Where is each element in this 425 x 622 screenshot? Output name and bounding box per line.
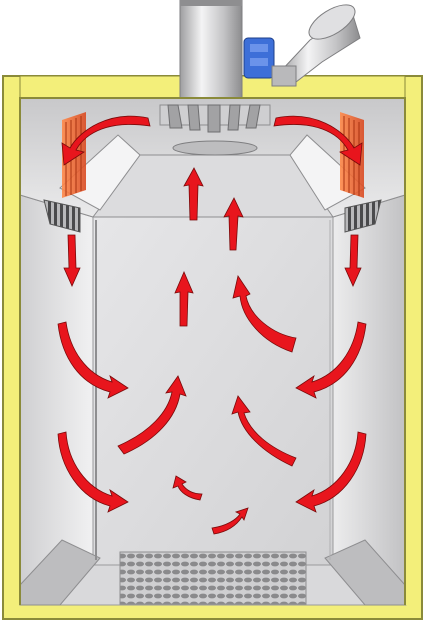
arrow-icon [57, 321, 129, 399]
left-air-nozzle [43, 199, 81, 233]
arrow-icon [174, 270, 194, 327]
arrow-icon [211, 507, 249, 535]
arrow-icon [57, 431, 129, 513]
ceiling-plenum [19, 97, 406, 218]
duct-icon [271, 4, 361, 87]
arrow-icon [295, 431, 367, 513]
arrow-icon [117, 375, 187, 455]
left-wall [19, 194, 94, 606]
chamber [19, 194, 407, 606]
grate-icon [119, 551, 307, 605]
exhaust-system [179, 0, 361, 99]
airflow-arrows [57, 115, 367, 535]
arrow-icon [183, 167, 204, 221]
arrow-icon [223, 197, 244, 251]
arrow-icon [295, 321, 367, 399]
right-wall [332, 194, 406, 606]
arrow-icon [61, 115, 151, 166]
duct-icon [179, 0, 243, 99]
arrow-icon [232, 275, 297, 353]
fan-impeller [159, 104, 271, 133]
motor-icon [243, 37, 275, 79]
arrow-icon [273, 115, 363, 166]
arrow-icon [231, 395, 297, 467]
fan-inlet [172, 140, 258, 156]
insulation-frame [19, 97, 406, 605]
back-wall [92, 216, 334, 566]
arrow-icon [344, 234, 362, 287]
heaters [43, 112, 382, 233]
right-air-nozzle [344, 199, 382, 233]
arrow-icon [63, 234, 81, 287]
arrow-icon [172, 475, 203, 501]
